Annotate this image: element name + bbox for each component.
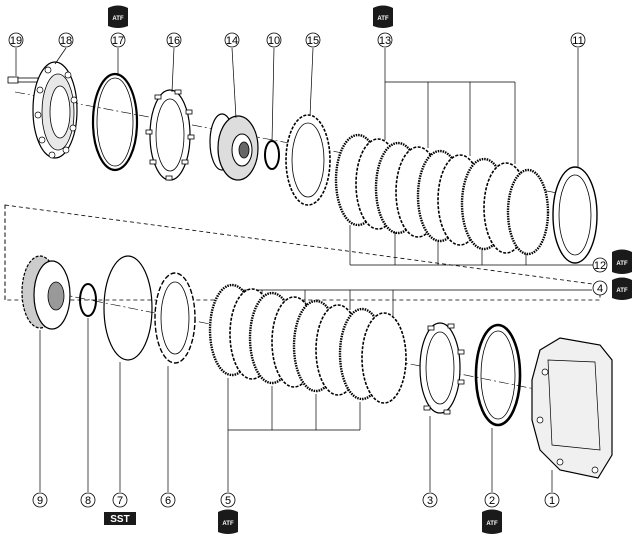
svg-text:17: 17 bbox=[112, 35, 124, 47]
part-10-small-ring bbox=[264, 140, 280, 170]
callout-13: 13 bbox=[377, 32, 393, 48]
part-18-drum bbox=[32, 61, 78, 159]
svg-text:4: 4 bbox=[597, 283, 603, 295]
svg-text:8: 8 bbox=[85, 495, 91, 507]
svg-text:ATF: ATF bbox=[486, 521, 498, 527]
atf-badge-4: ATF bbox=[612, 277, 632, 300]
atf-badge-5: ATF bbox=[218, 509, 238, 534]
callout-19: 19 bbox=[8, 32, 24, 48]
svg-text:ATF: ATF bbox=[616, 261, 628, 267]
svg-text:12: 12 bbox=[594, 260, 606, 272]
svg-text:14: 14 bbox=[226, 35, 238, 47]
svg-text:18: 18 bbox=[60, 35, 72, 47]
part-3-plate bbox=[419, 322, 465, 415]
svg-text:7: 7 bbox=[117, 495, 123, 507]
svg-text:13: 13 bbox=[379, 35, 391, 47]
svg-text:6: 6 bbox=[165, 495, 171, 507]
svg-text:ATF: ATF bbox=[222, 521, 234, 527]
svg-text:16: 16 bbox=[168, 35, 180, 47]
callout-2: 2 bbox=[484, 492, 500, 508]
upper-leader-lines bbox=[15, 47, 602, 316]
callout-14: 14 bbox=[224, 32, 240, 48]
part-6-plate bbox=[154, 272, 196, 364]
callout-6: 6 bbox=[160, 492, 176, 508]
svg-text:1: 1 bbox=[549, 495, 555, 507]
svg-text:15: 15 bbox=[307, 35, 319, 47]
svg-text:11: 11 bbox=[572, 35, 583, 47]
svg-text:2: 2 bbox=[489, 495, 495, 507]
part-7-snap-ring bbox=[103, 255, 153, 361]
callout-5: 5 bbox=[220, 492, 236, 508]
atf-badge-17: ATF bbox=[108, 5, 128, 28]
part-5-clutch-pack bbox=[208, 283, 407, 404]
part-2-ring bbox=[474, 323, 522, 427]
callout-10: 10 bbox=[266, 32, 282, 48]
callout-16: 16 bbox=[166, 32, 182, 48]
callout-17: 17 bbox=[110, 32, 126, 48]
svg-text:ATF: ATF bbox=[112, 16, 124, 22]
atf-badge-12: ATF bbox=[612, 249, 632, 274]
lower-axis-line bbox=[39, 289, 591, 401]
part-16-plate bbox=[145, 89, 195, 181]
atf-badge-2: ATF bbox=[482, 509, 502, 534]
callout-7: 7 bbox=[112, 492, 128, 508]
part-19-bolt bbox=[7, 76, 39, 84]
svg-text:3: 3 bbox=[427, 495, 433, 507]
svg-text:10: 10 bbox=[268, 35, 280, 47]
part-8-small-ring bbox=[79, 283, 97, 317]
callout-18: 18 bbox=[58, 32, 74, 48]
part-15-toothed-disc bbox=[285, 114, 331, 206]
svg-text:ATF: ATF bbox=[377, 16, 389, 22]
svg-text:5: 5 bbox=[225, 495, 231, 507]
part-11-backing-plate bbox=[552, 166, 598, 264]
part-14-hub bbox=[209, 113, 259, 181]
callout-8: 8 bbox=[80, 492, 96, 508]
svg-text:9: 9 bbox=[37, 495, 43, 507]
callout-9: 9 bbox=[32, 492, 48, 508]
callout-3: 3 bbox=[422, 492, 438, 508]
callout-15: 15 bbox=[305, 32, 321, 48]
callout-12: 12 bbox=[592, 257, 608, 273]
part-1-case bbox=[531, 337, 613, 479]
svg-text:ATF: ATF bbox=[616, 288, 628, 294]
callout-11: 11 bbox=[570, 32, 586, 48]
part-17-ring bbox=[91, 72, 139, 172]
svg-text:19: 19 bbox=[10, 35, 22, 47]
part-9-gear-drum bbox=[21, 255, 71, 330]
svg-text:SST: SST bbox=[110, 514, 129, 525]
callout-4: 4 bbox=[592, 280, 608, 296]
sst-badge: SST bbox=[104, 512, 136, 525]
atf-badge-13: ATF bbox=[373, 5, 393, 28]
callout-1: 1 bbox=[544, 492, 560, 508]
lower-leader-lines bbox=[39, 318, 553, 492]
part-13-clutch-pack bbox=[334, 133, 550, 256]
